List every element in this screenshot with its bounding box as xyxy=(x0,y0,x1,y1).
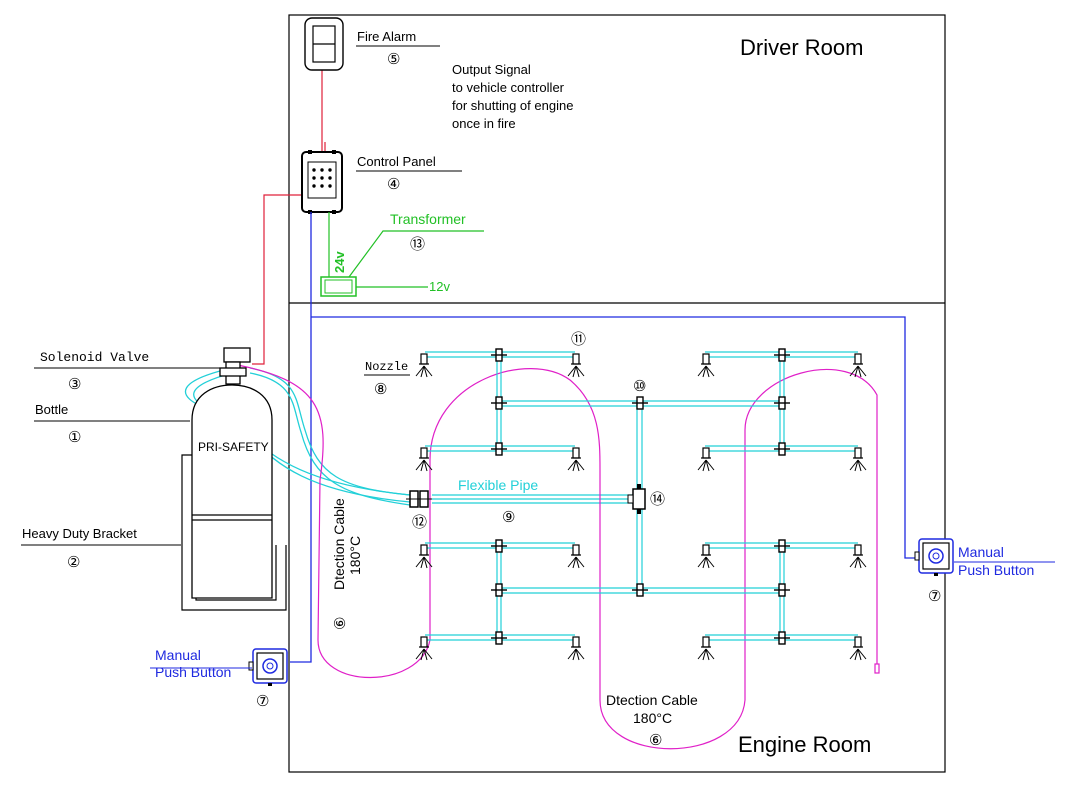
bracket-num: ② xyxy=(67,554,80,571)
svg-text:Output Signal: Output Signal xyxy=(452,62,531,77)
bottle-num: ① xyxy=(68,429,81,446)
svg-text:for shutting of engine: for shutting of engine xyxy=(452,98,573,113)
control-panel-num: ④ xyxy=(387,176,400,193)
bottle xyxy=(191,384,273,599)
push-button-left xyxy=(248,648,288,687)
detection-cable-left-label: Dtection Cable xyxy=(331,498,347,590)
push-button-wires xyxy=(290,212,919,663)
svg-text:once in fire: once in fire xyxy=(452,116,516,131)
nozzle-label: Nozzle xyxy=(365,360,408,374)
output-signal-note: Output Signal to vehicle controller for … xyxy=(452,62,573,131)
detection-cable-bottom-num: ⑥ xyxy=(649,732,662,749)
fire-alarm-label: Fire Alarm xyxy=(357,29,416,44)
connector-num: ⑫ xyxy=(412,514,427,531)
bottle-label: Bottle xyxy=(35,402,68,417)
junction-num: ⑭ xyxy=(650,491,665,508)
bottle-brand: PRI-SAFETY xyxy=(198,440,269,454)
room-frame xyxy=(288,14,946,773)
bracket-label: Heavy Duty Bracket xyxy=(22,526,137,541)
detection-cable-left-temp: 180°C xyxy=(347,536,363,575)
push-right-line2: Push Button xyxy=(958,562,1034,578)
fire-alarm xyxy=(304,17,344,71)
solenoid-valve-label: Solenoid Valve xyxy=(40,350,149,365)
fire-alarm-num: ⑤ xyxy=(387,51,400,68)
detection-cable xyxy=(231,363,880,750)
transformer-out-voltage: 12v xyxy=(429,279,450,294)
detection-cable-bottom-label: Dtection Cable xyxy=(606,692,698,708)
push-left-line2: Push Button xyxy=(155,664,231,680)
solenoid-valve-num: ③ xyxy=(68,376,81,393)
transformer xyxy=(320,212,484,297)
flexible-pipe-num: ⑨ xyxy=(502,509,515,526)
pipe-num: ⑪ xyxy=(571,331,586,348)
control-panel xyxy=(301,150,343,214)
pipe-connector xyxy=(406,490,432,508)
detection-cable-left-num: ⑥ xyxy=(332,617,349,630)
transformer-in-voltage: 24v xyxy=(332,251,347,273)
detection-cable-bottom-temp: 180°C xyxy=(633,710,672,726)
push-right-num: ⑦ xyxy=(928,588,941,605)
control-panel-label: Control Panel xyxy=(357,154,436,169)
tee-num: ⑩ xyxy=(633,378,646,395)
svg-text:to vehicle controller: to vehicle controller xyxy=(452,80,565,95)
engine-room-title: Engine Room xyxy=(738,732,871,757)
solenoid-valve xyxy=(219,347,251,385)
nozzle-num: ⑧ xyxy=(374,381,387,398)
junction-block xyxy=(627,484,646,514)
push-left-line1: Manual xyxy=(155,647,201,663)
flexible-pipe-label: Flexible Pipe xyxy=(458,477,538,493)
transformer-label: Transformer xyxy=(390,211,466,227)
push-button-right xyxy=(914,538,954,577)
driver-room-title: Driver Room xyxy=(740,35,863,60)
push-left-num: ⑦ xyxy=(256,693,269,710)
transformer-num: ⑬ xyxy=(410,236,425,253)
push-right-line1: Manual xyxy=(958,544,1004,560)
